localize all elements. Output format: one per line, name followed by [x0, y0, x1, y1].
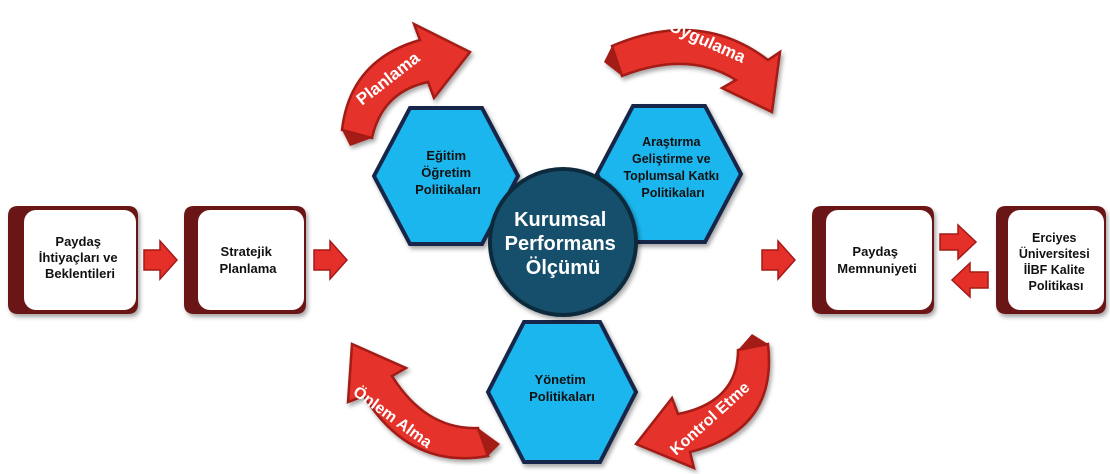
stakeholder-needs-label: Paydaş İhtiyaçları ve Beklentileri — [39, 234, 121, 281]
control-cycle-arrow — [634, 334, 771, 471]
action-cycle-arrow — [346, 342, 500, 460]
arrow-needs-to-strategic — [143, 239, 179, 281]
center-label: Kurumsal Performans Ölçümü — [505, 209, 622, 279]
erciyes-policy-label: Erciyes Üniversitesi İİBF Kalite Politik… — [1019, 231, 1093, 293]
arrow-satisfaction-to-policy — [939, 223, 978, 261]
education-policies-label: Eğitim Öğretim Politikaları — [415, 148, 481, 197]
stakeholder-satisfaction-box — [812, 206, 934, 314]
erciyes-policy-box — [996, 206, 1106, 314]
arrow-policy-to-satisfaction — [950, 261, 989, 299]
arrow-center-to-satisfaction — [761, 239, 797, 281]
management-policies-label: Yönetim Politikaları — [529, 372, 595, 404]
hexagon-management — [485, 320, 639, 464]
strategic-planning-box — [184, 206, 306, 314]
strategic-planning-label: Stratejik Planlama — [219, 244, 277, 276]
implementation-cycle-arrow — [604, 28, 782, 114]
hexagon-education — [371, 106, 521, 246]
research-policies-label: Araştırma Geliştirme ve Toplumsal Katkı … — [623, 135, 722, 200]
stakeholder-satisfaction-label: Paydaş Memnuniyeti — [837, 244, 916, 276]
arrow-strategic-to-center — [313, 239, 349, 281]
stakeholder-needs-box — [8, 206, 138, 314]
hexagon-research — [594, 104, 744, 244]
planning-cycle-arrow — [340, 21, 472, 146]
center-circle — [488, 167, 638, 317]
